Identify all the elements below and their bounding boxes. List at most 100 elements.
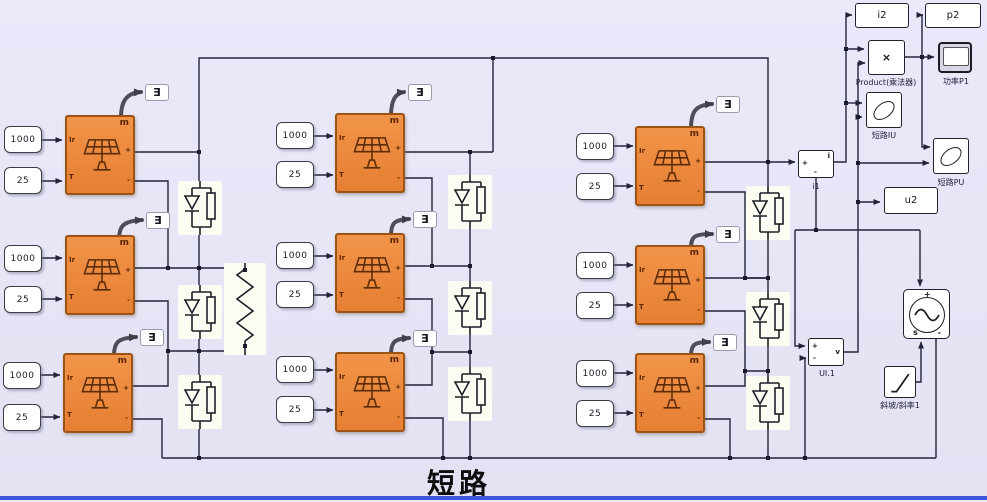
voltage-measurement-ui1-block[interactable]: + - v [808,338,844,366]
constant-irradiance[interactable]: 1000 [576,252,614,279]
pv-panel-block[interactable]: m Ir T + - [335,113,405,193]
port-label-plus: + [125,266,131,274]
current-measurement-i1-block[interactable]: + i - [798,150,834,178]
port-label-ir: Ir [339,254,346,262]
solar-panel-icon [653,269,691,301]
constant-irradiance[interactable]: 1000 [276,356,314,383]
constant-irradiance[interactable]: 1000 [576,360,614,387]
port-label-t: T [639,303,644,311]
port-label-t: T [69,173,74,181]
goto-p2-block[interactable]: p2 [925,3,981,28]
pv-panel-block[interactable]: m Ir T + - [335,352,405,432]
constant-irradiance[interactable]: 1000 [276,122,314,149]
constant-temperature[interactable]: 25 [4,167,42,194]
pv-panel-block[interactable]: m Ir T + - [65,115,135,195]
terminator-block[interactable]: ∃ [146,212,170,229]
port-label-minus: - [125,414,128,422]
terminator-block[interactable]: ∃ [716,226,740,243]
port-label-minus: - [127,296,130,304]
video-progress-bar[interactable] [0,496,987,500]
constant-temperature[interactable]: 25 [276,281,314,308]
terminator-block[interactable]: ∃ [408,84,432,101]
port-label-t: T [639,184,644,192]
constant-irradiance[interactable]: 1000 [4,126,42,153]
port-label-m: m [389,236,399,246]
port-label-m: m [119,118,129,128]
constant-temperature[interactable]: 25 [576,400,614,427]
port-label-v: v [835,348,840,356]
solar-panel-icon [653,377,691,409]
constant-temperature[interactable]: 25 [576,173,614,200]
product-block-label: Product(乘法器) [855,78,917,87]
port-label-minus: - [697,414,700,422]
constant-irradiance[interactable]: 1000 [4,245,42,272]
pv-panel-block[interactable]: m Ir T + - [335,233,405,313]
controlled-voltage-source-block[interactable]: + s - [903,289,950,339]
port-label-ir: Ir [69,136,76,144]
pv-panel-block[interactable]: m Ir T + - [635,353,705,433]
port-label-plus: + [395,383,401,391]
ac-source-icon [909,297,945,333]
scope-power-block[interactable] [938,42,972,73]
terminator-block[interactable]: ∃ [716,96,740,113]
terminator-block[interactable]: ∃ [140,329,164,346]
terminator-block[interactable]: ∃ [145,84,169,101]
port-label-minus: - [127,176,130,184]
port-label-plus: + [125,146,131,154]
port-label-minus: - [697,187,700,195]
terminator-block[interactable]: ∃ [713,334,737,351]
constant-temperature[interactable]: 25 [276,161,314,188]
solar-panel-icon [353,376,391,408]
constant-temperature[interactable]: 25 [576,292,614,319]
solar-panel-icon [83,259,121,291]
model-title: 短路 [427,467,492,500]
port-label-ir: Ir [639,374,646,382]
goto-i2-block[interactable]: i2 [855,3,909,28]
port-label-plus: + [123,384,129,392]
port-label-minus: - [397,174,400,182]
port-label-plus: + [695,157,701,165]
port-label-plus: + [924,290,931,299]
constant-temperature[interactable]: 25 [276,396,314,423]
xy-graph-pu-block[interactable] [933,138,969,174]
port-label-ir: Ir [69,256,76,264]
constant-irradiance[interactable]: 1000 [276,242,314,269]
port-label-m: m [689,129,699,139]
xy-graph-pu-label: 短路PU [937,178,965,187]
pv-panel-block[interactable]: m Ir T + - [635,245,705,325]
terminator-block[interactable]: ∃ [413,211,437,228]
scope-power-label: 功率P1 [943,77,969,86]
solar-panel-icon [653,150,691,182]
goto-u2-block[interactable]: u2 [884,187,938,214]
port-label-t: T [67,411,72,419]
i1-label: i1 [812,182,820,191]
pv-panel-block[interactable]: m Ir T + - [65,235,135,315]
port-label-m: m [389,116,399,126]
port-label-minus: - [813,354,816,362]
port-label-ir: Ir [639,147,646,155]
ui1-label: UI.1 [819,369,835,378]
xy-graph-iu-block[interactable] [866,92,902,128]
scope-screen [943,47,969,66]
bypass-diode-blocks [178,175,790,430]
terminator-block[interactable]: ∃ [413,330,437,347]
port-label-minus: - [697,306,700,314]
port-label-plus: + [695,384,701,392]
port-label-plus: + [395,144,401,152]
port-label-t: T [639,411,644,419]
constant-temperature[interactable]: 25 [4,286,42,313]
pv-panel-block[interactable]: m Ir T + - [635,126,705,206]
solar-panel-icon [83,139,121,171]
constant-irradiance[interactable]: 1000 [3,362,41,389]
port-label-m: m [389,355,399,365]
constant-temperature[interactable]: 25 [3,404,41,431]
ramp-icon [891,373,910,393]
product-block[interactable]: × [868,40,905,75]
port-label-minus: - [397,413,400,421]
ramp-block[interactable] [884,366,916,398]
pv-panel-block[interactable]: m Ir T + - [63,353,133,433]
constant-irradiance[interactable]: 1000 [576,133,614,160]
port-label-plus: + [802,159,808,167]
